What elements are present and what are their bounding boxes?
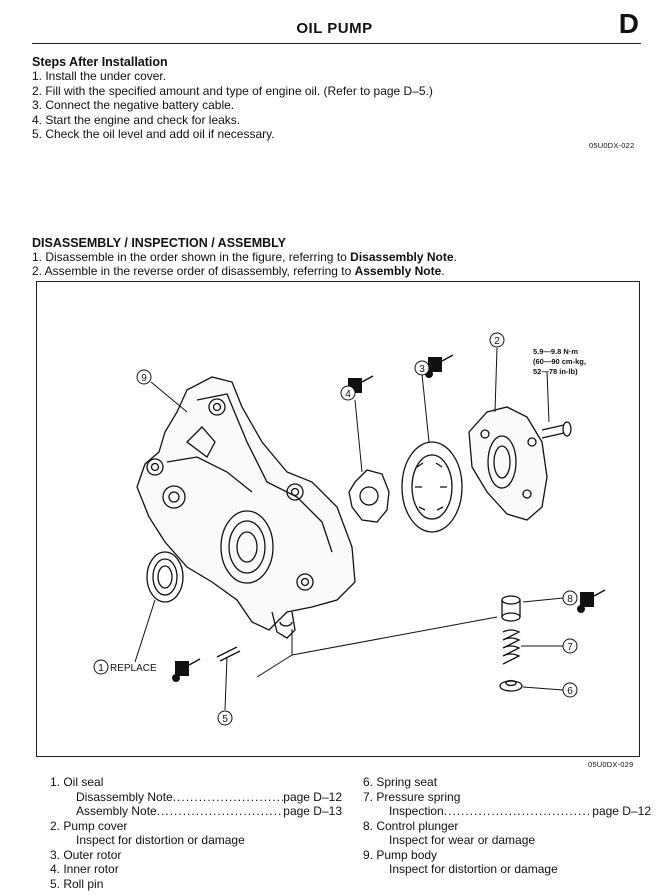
spring-seat-drawing — [499, 679, 523, 692]
part-note: Inspect for distortion or damage — [389, 862, 558, 876]
part-note: Inspect for distortion or damage — [76, 833, 245, 847]
part-item: 6. Spring seat — [363, 775, 438, 789]
callout-number: 3 — [419, 364, 425, 375]
parts-list-left: 1. Oil seal Disassembly Note page D–12 A… — [50, 775, 342, 891]
oil-pump-diagram: 9 1 5 2 3 4 8 7 6 REPLACE 5.9—9.8 N·m (6… — [93, 332, 606, 726]
after-install-steps: 1. Install the under cover. 2. Fill with… — [32, 69, 433, 142]
part-item: 2. Pump cover — [50, 818, 128, 833]
part-item: 3. Outer rotor — [50, 847, 122, 862]
exploded-view-figure: 9 1 5 2 3 4 8 7 6 REPLACE 5.9—9.8 N·m (6… — [36, 281, 640, 757]
part-note-row: Assembly Note page D–13 — [50, 804, 342, 819]
callout-number: 6 — [567, 686, 573, 697]
figure-code-bottom: 05U0DX-029 — [588, 760, 634, 769]
control-plunger-drawing — [501, 595, 521, 622]
part-note-row: Disassembly Note page D–12 — [50, 790, 342, 805]
callout-9 — [136, 369, 152, 385]
replace-label: REPLACE — [110, 663, 157, 674]
step-item: 1. Install the under cover. — [32, 69, 167, 83]
part-item: 8. Control plunger — [363, 818, 459, 833]
disassembly-note-ref: Disassembly Note — [350, 250, 454, 264]
figure-code-top: 05U0DX-022 — [589, 141, 635, 150]
callout-number: 2 — [494, 336, 500, 347]
disassembly-heading: DISASSEMBLY / INSPECTION / ASSEMBLY — [32, 236, 286, 250]
callout-7 — [562, 638, 578, 654]
callout-3 — [414, 360, 430, 376]
callout-number: 7 — [567, 642, 573, 653]
step-item: 5. Check the oil level and add oil if ne… — [32, 127, 275, 141]
part-item: 4. Inner rotor — [50, 862, 119, 876]
page-title: OIL PUMP — [296, 20, 373, 37]
oil-tag-icon — [425, 354, 454, 378]
parts-list-right: 6. Spring seat 7. Pressure spring Inspec… — [363, 775, 651, 877]
section-letter: D — [618, 8, 639, 39]
after-install-heading: Steps After Installation — [32, 55, 168, 69]
part-note-row: Inspection page D–12 — [363, 804, 651, 819]
header-rule — [32, 43, 641, 44]
instruction-line-1: 1. Disassemble in the order shown in the… — [32, 250, 457, 264]
oil-tag-icon — [172, 658, 201, 682]
torque-spec-line: 5.9—9.8 N·m — [533, 347, 578, 356]
callout-5 — [217, 710, 233, 726]
torque-spec-line: (60—90 cm-kg, — [533, 357, 586, 366]
pressure-spring-drawing — [502, 629, 521, 665]
callout-number: 1 — [98, 663, 104, 674]
part-item: 9. Pump body — [363, 847, 438, 862]
callout-number: 4 — [345, 389, 351, 400]
step-item: 3. Connect the negative battery cable. — [32, 98, 235, 112]
torque-spec-line: 52—78 in-lb) — [533, 367, 578, 376]
step-item: 4. Start the engine and check for leaks. — [32, 112, 241, 127]
assembly-note-ref: Assembly Note — [354, 264, 442, 278]
step-item: 2. Fill with the specified amount and ty… — [32, 83, 433, 98]
callout-number: 8 — [567, 594, 573, 605]
part-note: Inspect for wear or damage — [389, 833, 536, 847]
part-item: 7. Pressure spring — [363, 789, 461, 804]
instruction-line-2: 2. Assemble in the reverse order of disa… — [32, 264, 445, 278]
inner-rotor-drawing — [348, 469, 390, 523]
part-item: 5. Roll pin — [50, 876, 104, 891]
pump-body-drawing — [136, 376, 356, 639]
roll-pin-drawing — [216, 646, 241, 662]
outer-rotor-drawing — [401, 441, 463, 533]
callout-4 — [340, 385, 356, 401]
part-item: 1. Oil seal — [50, 775, 104, 789]
pump-cover-drawing — [468, 406, 548, 521]
callout-2 — [489, 332, 505, 348]
disassembly-instructions: 1. Disassemble in the order shown in the… — [32, 250, 457, 278]
callout-6 — [562, 682, 578, 698]
bolt-drawing — [541, 421, 572, 439]
callout-1 — [93, 659, 109, 675]
oil-seal-drawing — [146, 551, 184, 603]
callout-number: 5 — [222, 714, 228, 725]
callout-8 — [562, 590, 578, 606]
callout-number: 9 — [141, 373, 147, 384]
oil-tag-icon — [577, 589, 606, 613]
